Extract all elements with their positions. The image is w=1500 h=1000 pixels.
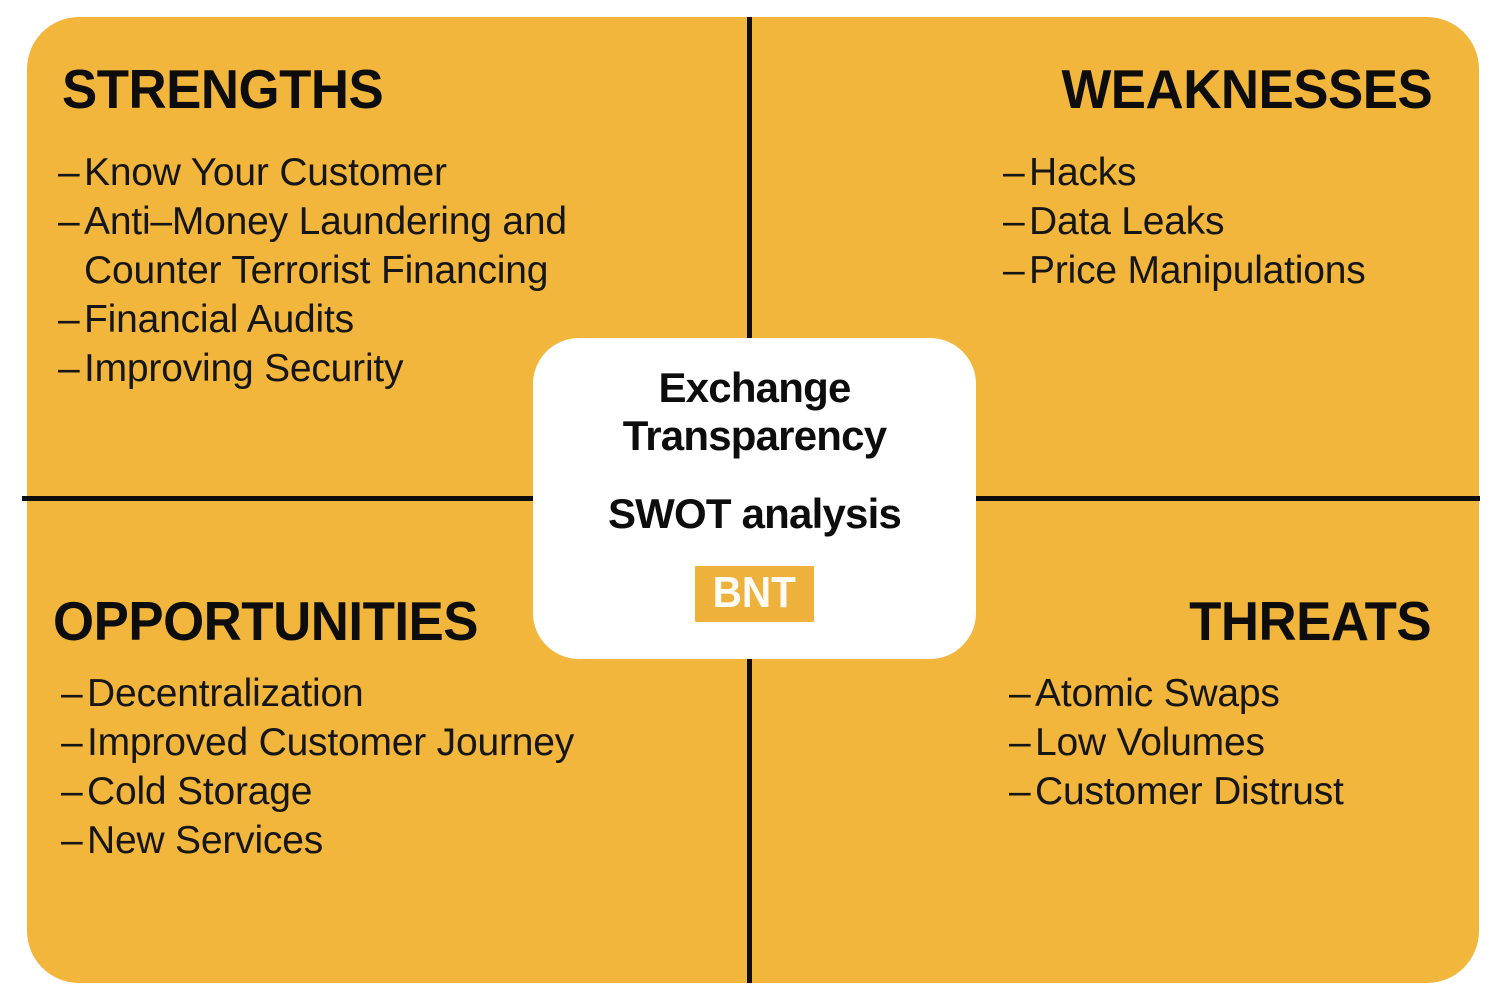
- list-item-label: Anti–Money Laundering and: [84, 200, 567, 243]
- list-item: –Customer Distrust: [1009, 767, 1344, 816]
- list-item-label: Cold Storage: [87, 770, 313, 813]
- list-item-label: Decentralization: [87, 672, 364, 715]
- bnt-logo-text: BNT: [712, 568, 797, 617]
- list-item: –Decentralization: [61, 669, 574, 718]
- list-item: –Hacks: [1003, 148, 1366, 197]
- card-title-line-1: Exchange: [658, 364, 851, 411]
- list-item: –New Services: [61, 816, 574, 865]
- list-item-label: Customer Distrust: [1035, 770, 1344, 813]
- quadrant-strengths-list: –Know Your Customer –Anti–Money Launderi…: [58, 148, 567, 393]
- bullet-dash: –: [58, 347, 80, 390]
- quadrant-weaknesses-list: –Hacks –Data Leaks –Price Manipulations: [1003, 148, 1366, 295]
- quadrant-threats-list: –Atomic Swaps –Low Volumes –Customer Dis…: [1009, 669, 1344, 816]
- quadrant-weaknesses: WEAKNESSES –Hacks –Data Leaks –Price Man…: [752, 17, 1479, 497]
- list-item-label: Improved Customer Journey: [87, 721, 575, 764]
- list-item-label: Low Volumes: [1035, 721, 1265, 764]
- bullet-dash: –: [1003, 151, 1025, 194]
- quadrant-opportunities-list: –Decentralization –Improved Customer Jou…: [61, 669, 574, 865]
- list-item: –Improving Security: [58, 344, 567, 393]
- quadrant-threats: THREATS –Atomic Swaps –Low Volumes –Cust…: [752, 501, 1479, 983]
- bullet-dash: –: [58, 151, 80, 194]
- quadrant-threats-heading: THREATS: [1188, 590, 1432, 652]
- bullet-dash: –: [1009, 672, 1031, 715]
- list-item-label: Hacks: [1029, 151, 1137, 194]
- list-item: –Low Volumes: [1009, 718, 1344, 767]
- bullet-dash: –: [1003, 200, 1025, 243]
- quadrant-opportunities-heading: OPPORTUNITIES: [53, 590, 479, 652]
- list-item-continuation: Counter Terrorist Financing: [84, 249, 549, 292]
- quadrant-opportunities: OPPORTUNITIES –Decentralization –Improve…: [27, 501, 747, 983]
- bullet-dash: –: [1003, 249, 1025, 292]
- card-subtitle: SWOT analysis: [607, 490, 902, 537]
- list-item: –Improved Customer Journey: [61, 718, 574, 767]
- list-item-label: Improving Security: [84, 347, 404, 390]
- bullet-dash: –: [58, 298, 80, 341]
- list-item: –Data Leaks: [1003, 197, 1366, 246]
- list-item: –Price Manipulations: [1003, 246, 1366, 295]
- bullet-dash: –: [61, 819, 83, 862]
- list-item-label: Price Manipulations: [1029, 249, 1366, 292]
- list-item: –Anti–Money Laundering and Counter Terro…: [58, 197, 567, 295]
- bullet-dash: –: [61, 770, 83, 813]
- list-item: –Know Your Customer: [58, 148, 567, 197]
- center-title-card: Exchange Transparency SWOT analysis BNT: [533, 338, 976, 659]
- quadrant-weaknesses-heading: WEAKNESSES: [1061, 58, 1432, 120]
- list-item: –Atomic Swaps: [1009, 669, 1344, 718]
- quadrant-strengths-heading: STRENGTHS: [62, 58, 384, 120]
- bullet-dash: –: [61, 721, 83, 764]
- list-item: –Financial Audits: [58, 295, 567, 344]
- list-item-label: Financial Audits: [84, 298, 354, 341]
- list-item: –Cold Storage: [61, 767, 574, 816]
- bullet-dash: –: [1009, 770, 1031, 813]
- quadrant-strengths: STRENGTHS –Know Your Customer –Anti–Mone…: [27, 17, 747, 497]
- list-item-label: Know Your Customer: [84, 151, 447, 194]
- bullet-dash: –: [58, 200, 80, 243]
- list-item-label: New Services: [87, 819, 323, 862]
- bnt-logo-badge: BNT: [695, 566, 814, 622]
- list-item-label: Atomic Swaps: [1035, 672, 1280, 715]
- bullet-dash: –: [1009, 721, 1031, 764]
- bullet-dash: –: [61, 672, 83, 715]
- list-item-label: Data Leaks: [1029, 200, 1225, 243]
- card-title-line-2: Transparency: [622, 412, 887, 459]
